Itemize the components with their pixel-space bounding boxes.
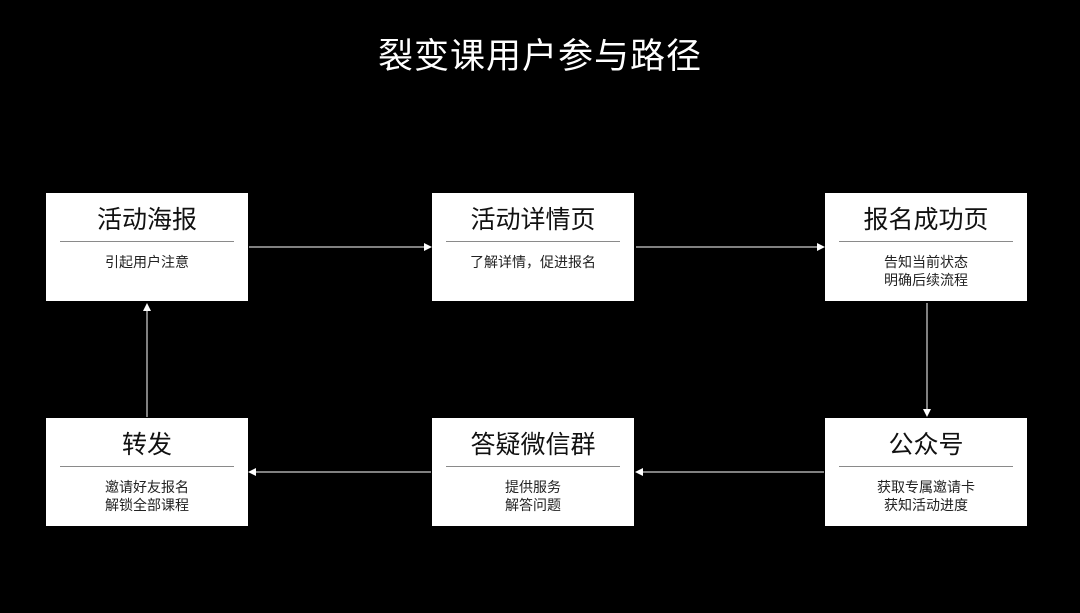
node-description: 提供服务 解答问题 bbox=[505, 479, 561, 515]
node-title: 活动海报 bbox=[96, 205, 197, 234]
node-description-line: 获取专属邀请卡 bbox=[877, 480, 975, 496]
node-description: 告知当前状态 明确后续流程 bbox=[884, 254, 968, 290]
node-description-line: 解锁全部课程 bbox=[105, 498, 189, 514]
node-description-line: 引起用户注意 bbox=[105, 255, 189, 271]
node-activity-poster: 活动海报 引起用户注意 bbox=[46, 193, 248, 301]
node-title: 报名成功页 bbox=[863, 205, 989, 234]
node-signup-success-page: 报名成功页 告知当前状态 明确后续流程 bbox=[825, 193, 1027, 301]
node-divider bbox=[60, 466, 234, 467]
node-title: 活动详情页 bbox=[470, 205, 596, 234]
node-description-line: 解答问题 bbox=[505, 498, 561, 514]
node-title: 转发 bbox=[121, 430, 172, 459]
node-description: 邀请好友报名 解锁全部课程 bbox=[105, 479, 189, 515]
node-description-line: 告知当前状态 bbox=[884, 255, 968, 271]
node-description-line: 获知活动进度 bbox=[884, 498, 968, 514]
node-divider bbox=[60, 241, 234, 242]
node-official-account: 公众号 获取专属邀请卡 获知活动进度 bbox=[825, 418, 1027, 526]
node-divider bbox=[839, 241, 1013, 242]
node-title: 答疑微信群 bbox=[470, 430, 596, 459]
node-description: 获取专属邀请卡 获知活动进度 bbox=[877, 479, 975, 515]
node-share: 转发 邀请好友报名 解锁全部课程 bbox=[46, 418, 248, 526]
node-activity-detail-page: 活动详情页 了解详情，促进报名 bbox=[432, 193, 634, 301]
node-description-line: 邀请好友报名 bbox=[105, 480, 189, 496]
node-divider bbox=[446, 241, 620, 242]
node-description-line: 明确后续流程 bbox=[884, 273, 968, 289]
node-divider bbox=[839, 466, 1013, 467]
node-qa-wechat-group: 答疑微信群 提供服务 解答问题 bbox=[432, 418, 634, 526]
node-description-line: 了解详情，促进报名 bbox=[470, 255, 596, 271]
node-description: 引起用户注意 bbox=[105, 254, 189, 272]
node-title: 公众号 bbox=[888, 430, 964, 459]
node-description: 了解详情，促进报名 bbox=[470, 254, 596, 272]
node-description-line: 提供服务 bbox=[505, 480, 561, 496]
diagram-title: 裂变课用户参与路径 bbox=[377, 37, 702, 77]
node-divider bbox=[446, 466, 620, 467]
